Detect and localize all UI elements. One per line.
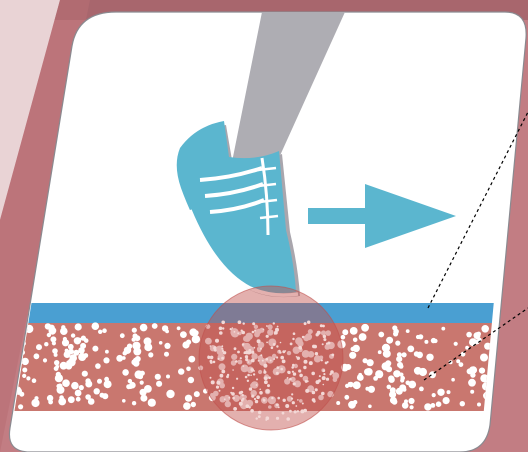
- shoe-icon: [176, 121, 299, 297]
- arrow-right-icon: [308, 184, 456, 248]
- leader-line-top: [427, 111, 528, 309]
- magnifier-dots: [207, 320, 335, 421]
- top-layer: [8, 303, 519, 323]
- leg: [232, 12, 345, 162]
- magnifier-circle: [198, 285, 344, 431]
